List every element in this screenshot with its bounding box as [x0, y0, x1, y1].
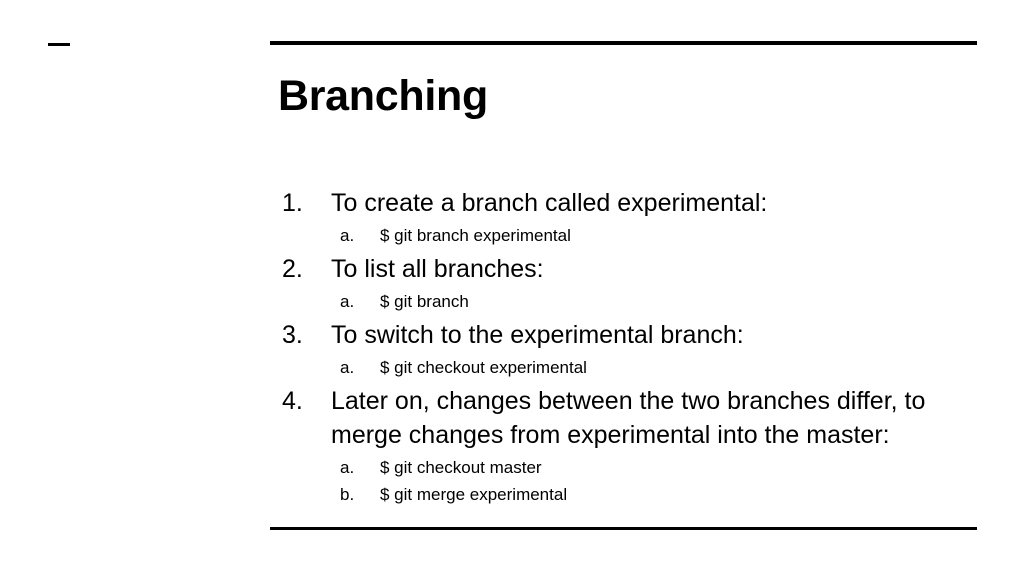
sublist-item-label: $ git checkout master — [380, 458, 542, 477]
sublist-item-marker: a. — [340, 358, 355, 377]
sublist: a. $ git checkout experimental — [278, 354, 978, 381]
sublist-item-marker: a. — [340, 458, 355, 477]
sublist-item-label: $ git checkout experimental — [380, 358, 587, 377]
bottom-divider-rule — [270, 527, 977, 530]
sublist-item-label: $ git merge experimental — [380, 485, 568, 504]
list-item: 2. To list all branches: a. $ git branch — [278, 252, 978, 315]
sublist-item-marker: b. — [340, 485, 355, 504]
sublist: a. $ git checkout master b. $ git merge … — [278, 454, 978, 508]
list-item-text-row: 3. To switch to the experimental branch: — [278, 318, 978, 352]
list-item-marker: 1. — [282, 189, 303, 217]
ordered-list: 1. To create a branch called experimenta… — [278, 186, 978, 510]
list-item-label: To list all branches: — [331, 255, 544, 283]
list-item: 4. Later on, changes between the two bra… — [278, 384, 978, 508]
list-item-marker: 2. — [282, 255, 303, 283]
sublist-item: a. $ git checkout master — [278, 454, 978, 481]
sublist-item-marker: a. — [340, 226, 355, 245]
list-item-text-row: 1. To create a branch called experimenta… — [278, 186, 978, 220]
page-title: Branching — [278, 72, 488, 120]
sublist-item-label: $ git branch — [380, 292, 469, 311]
sublist-item: a. $ git checkout experimental — [278, 354, 978, 381]
sublist-item-marker: a. — [340, 292, 355, 311]
sublist-item-label: $ git branch experimental — [380, 226, 571, 245]
sublist: a. $ git branch — [278, 288, 978, 315]
sublist-item: b. $ git merge experimental — [278, 481, 978, 508]
list-item-label: To switch to the experimental branch: — [331, 321, 744, 349]
sublist-item: a. $ git branch experimental — [278, 222, 978, 249]
list-item-marker: 4. — [282, 387, 303, 415]
list-item: 3. To switch to the experimental branch:… — [278, 318, 978, 381]
list-item-label: Later on, changes between the two branch… — [331, 387, 926, 449]
list-item-text-row: 4. Later on, changes between the two bra… — [278, 384, 978, 452]
sublist-item: a. $ git branch — [278, 288, 978, 315]
list-item: 1. To create a branch called experimenta… — [278, 186, 978, 249]
list-item-label: To create a branch called experimental: — [331, 189, 768, 217]
top-divider-rule — [270, 41, 977, 45]
list-item-text-row: 2. To list all branches: — [278, 252, 978, 286]
list-item-marker: 3. — [282, 321, 303, 349]
sublist: a. $ git branch experimental — [278, 222, 978, 249]
dash-mark-icon — [48, 43, 70, 46]
